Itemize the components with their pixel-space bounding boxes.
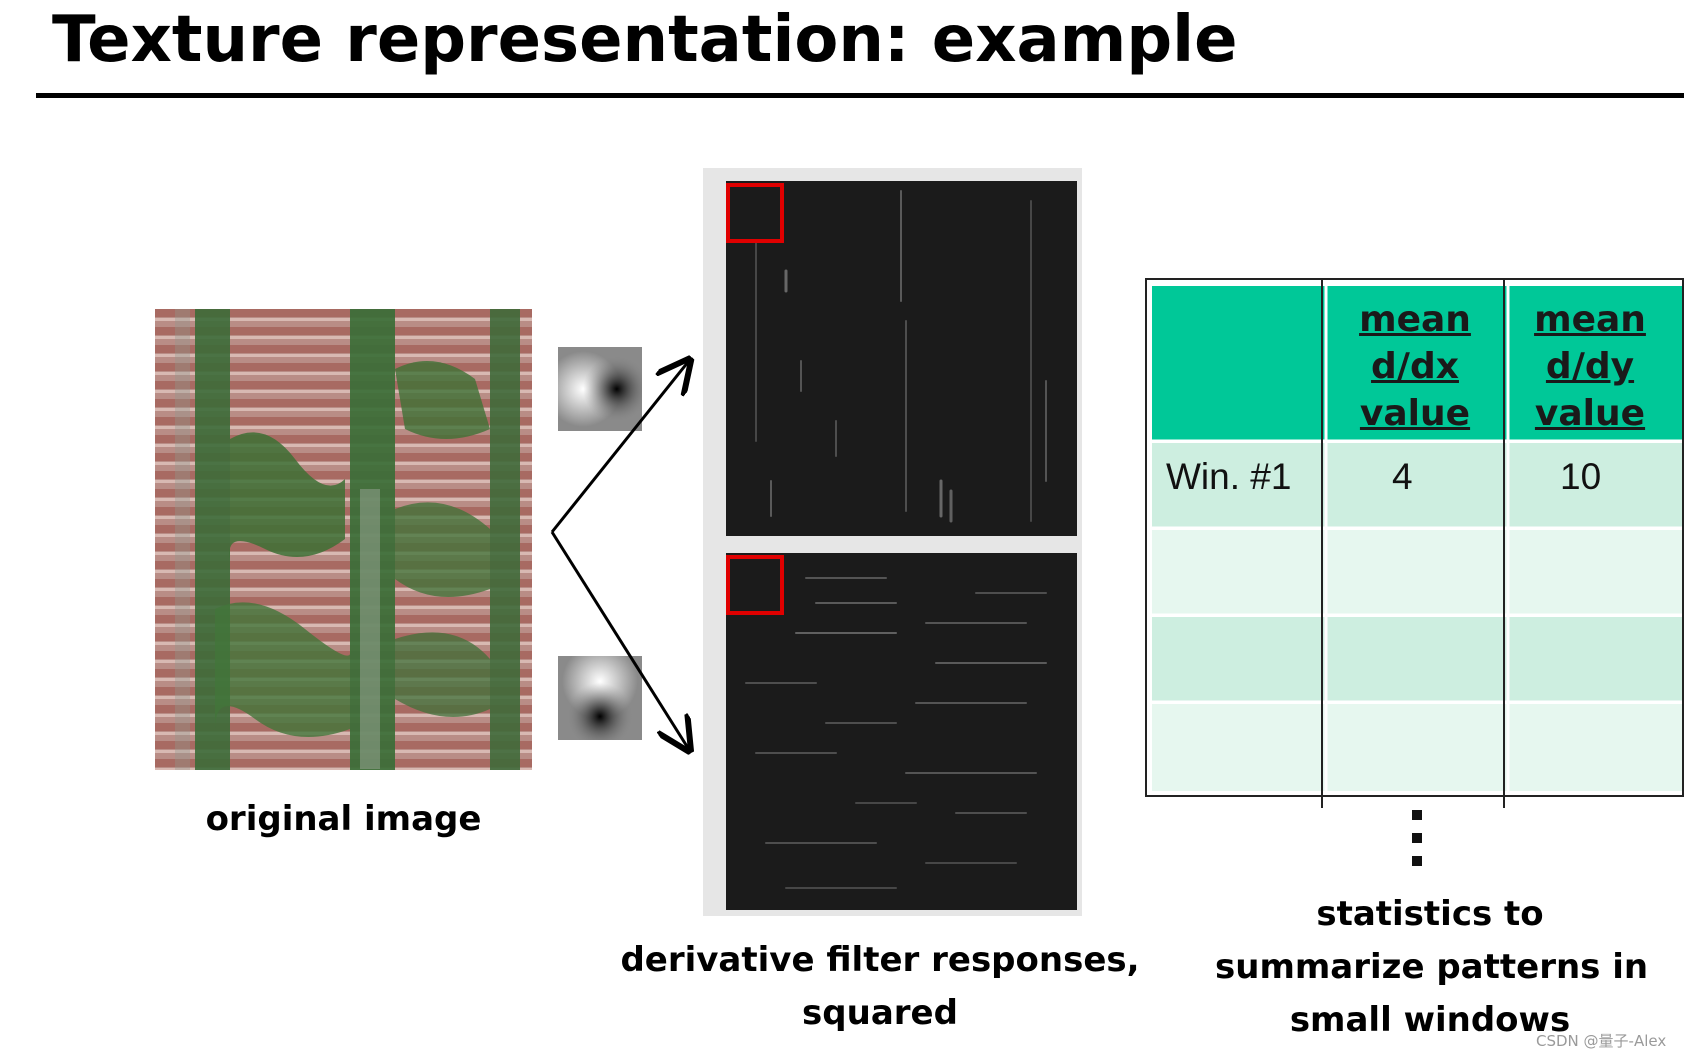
dy-kernel-icon bbox=[558, 656, 642, 740]
header-dx-line1: mean bbox=[1359, 299, 1471, 340]
window-box-dx bbox=[726, 183, 784, 243]
stats-caption-line1: statistics to bbox=[1316, 894, 1544, 934]
filter-arrows bbox=[550, 350, 700, 760]
window-box-dy bbox=[726, 555, 784, 615]
header-dx-line3: value bbox=[1359, 393, 1471, 434]
dx-kernel-icon bbox=[558, 347, 642, 431]
header-dy-line3: value bbox=[1534, 393, 1646, 434]
watermark: CSDN @量子-Alex bbox=[1536, 1032, 1667, 1050]
original-image-caption: original image bbox=[205, 799, 482, 839]
stats-table bbox=[1145, 278, 1684, 808]
row1-dy-value: 10 bbox=[1560, 456, 1602, 497]
stats-caption-line3: small windows bbox=[1289, 1000, 1571, 1040]
header-dy-line2: d/dy bbox=[1545, 346, 1635, 387]
row1-label: Win. #1 bbox=[1166, 456, 1292, 497]
dx-response-panel bbox=[726, 181, 1077, 536]
row1-dx-value: 4 bbox=[1392, 456, 1413, 497]
responses-caption-line2: squared bbox=[802, 993, 958, 1033]
stats-caption-line2: summarize patterns in bbox=[1215, 947, 1649, 987]
original-image bbox=[155, 309, 532, 770]
slide-title: Texture representation: example bbox=[52, 3, 1238, 77]
continuation-dots bbox=[1412, 810, 1422, 870]
dy-response-panel bbox=[726, 553, 1077, 910]
responses-caption-line1: derivative filter responses, bbox=[620, 940, 1140, 980]
header-dx-line2: d/dx bbox=[1371, 346, 1459, 387]
title-divider bbox=[36, 93, 1684, 98]
header-dy-line1: mean bbox=[1534, 299, 1646, 340]
